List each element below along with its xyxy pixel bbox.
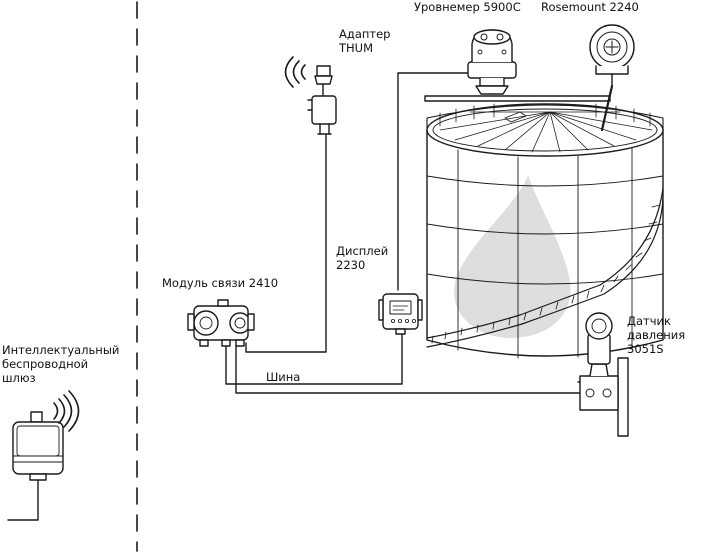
- label-level-gauge: Уровнемер 5900С: [414, 0, 521, 14]
- tank-seam: [426, 175, 664, 187]
- label-line: Дисплей: [336, 244, 389, 258]
- bus-wire: [235, 344, 595, 394]
- tank-seam: [426, 223, 664, 235]
- gateway-cable: [7, 477, 39, 521]
- thum-cable: [245, 134, 327, 353]
- radar-level-gauge: [467, 29, 517, 95]
- label-line: Датчик: [627, 314, 671, 328]
- label-line: 2230: [336, 258, 366, 272]
- spiral-stair-rail: [521, 197, 664, 325]
- label-gateway: Интеллектуальный беспроводной шлюз: [2, 343, 119, 385]
- label-line: Интеллектуальный: [2, 343, 120, 357]
- label-line: беспроводной: [2, 357, 89, 371]
- roof-railing: [426, 104, 664, 131]
- label-thum-adapter: Адаптер THUM: [339, 27, 390, 55]
- spiral-stair-rail: [426, 323, 523, 348]
- label-rosemount: Rosemount 2240: [541, 0, 639, 14]
- display-to-gauge-wire: [397, 72, 471, 291]
- tank-roof-inner: [432, 108, 658, 152]
- label-pressure-sensor: Датчик давления 3051S: [627, 314, 685, 356]
- communication-module: [187, 299, 255, 347]
- liquid-drop-icon: [453, 175, 571, 338]
- pressure-transmitter: [577, 312, 629, 437]
- display-unit: [378, 293, 423, 335]
- wireless-gateway: [12, 411, 64, 481]
- gateway-signal-icon: [53, 390, 80, 432]
- label-line: Адаптер: [339, 27, 391, 41]
- label-line: шлюз: [2, 371, 36, 385]
- roof-beam: [424, 95, 611, 102]
- display-to-module-wire: [225, 331, 403, 385]
- label-line: давления: [627, 328, 686, 342]
- spiral-stair-rail: [519, 187, 664, 316]
- label-comm-module: Модуль связи 2410: [162, 276, 279, 290]
- label-bus: Шина: [266, 370, 301, 384]
- label-line: THUM: [339, 41, 374, 55]
- tank-seam: [426, 273, 664, 285]
- thum-adapter: [307, 65, 337, 135]
- wireless-signal-icon: [284, 56, 306, 88]
- temperature-transmitter: [589, 24, 635, 132]
- label-display: Дисплей 2230: [336, 244, 388, 272]
- label-line: 3051S: [627, 342, 664, 356]
